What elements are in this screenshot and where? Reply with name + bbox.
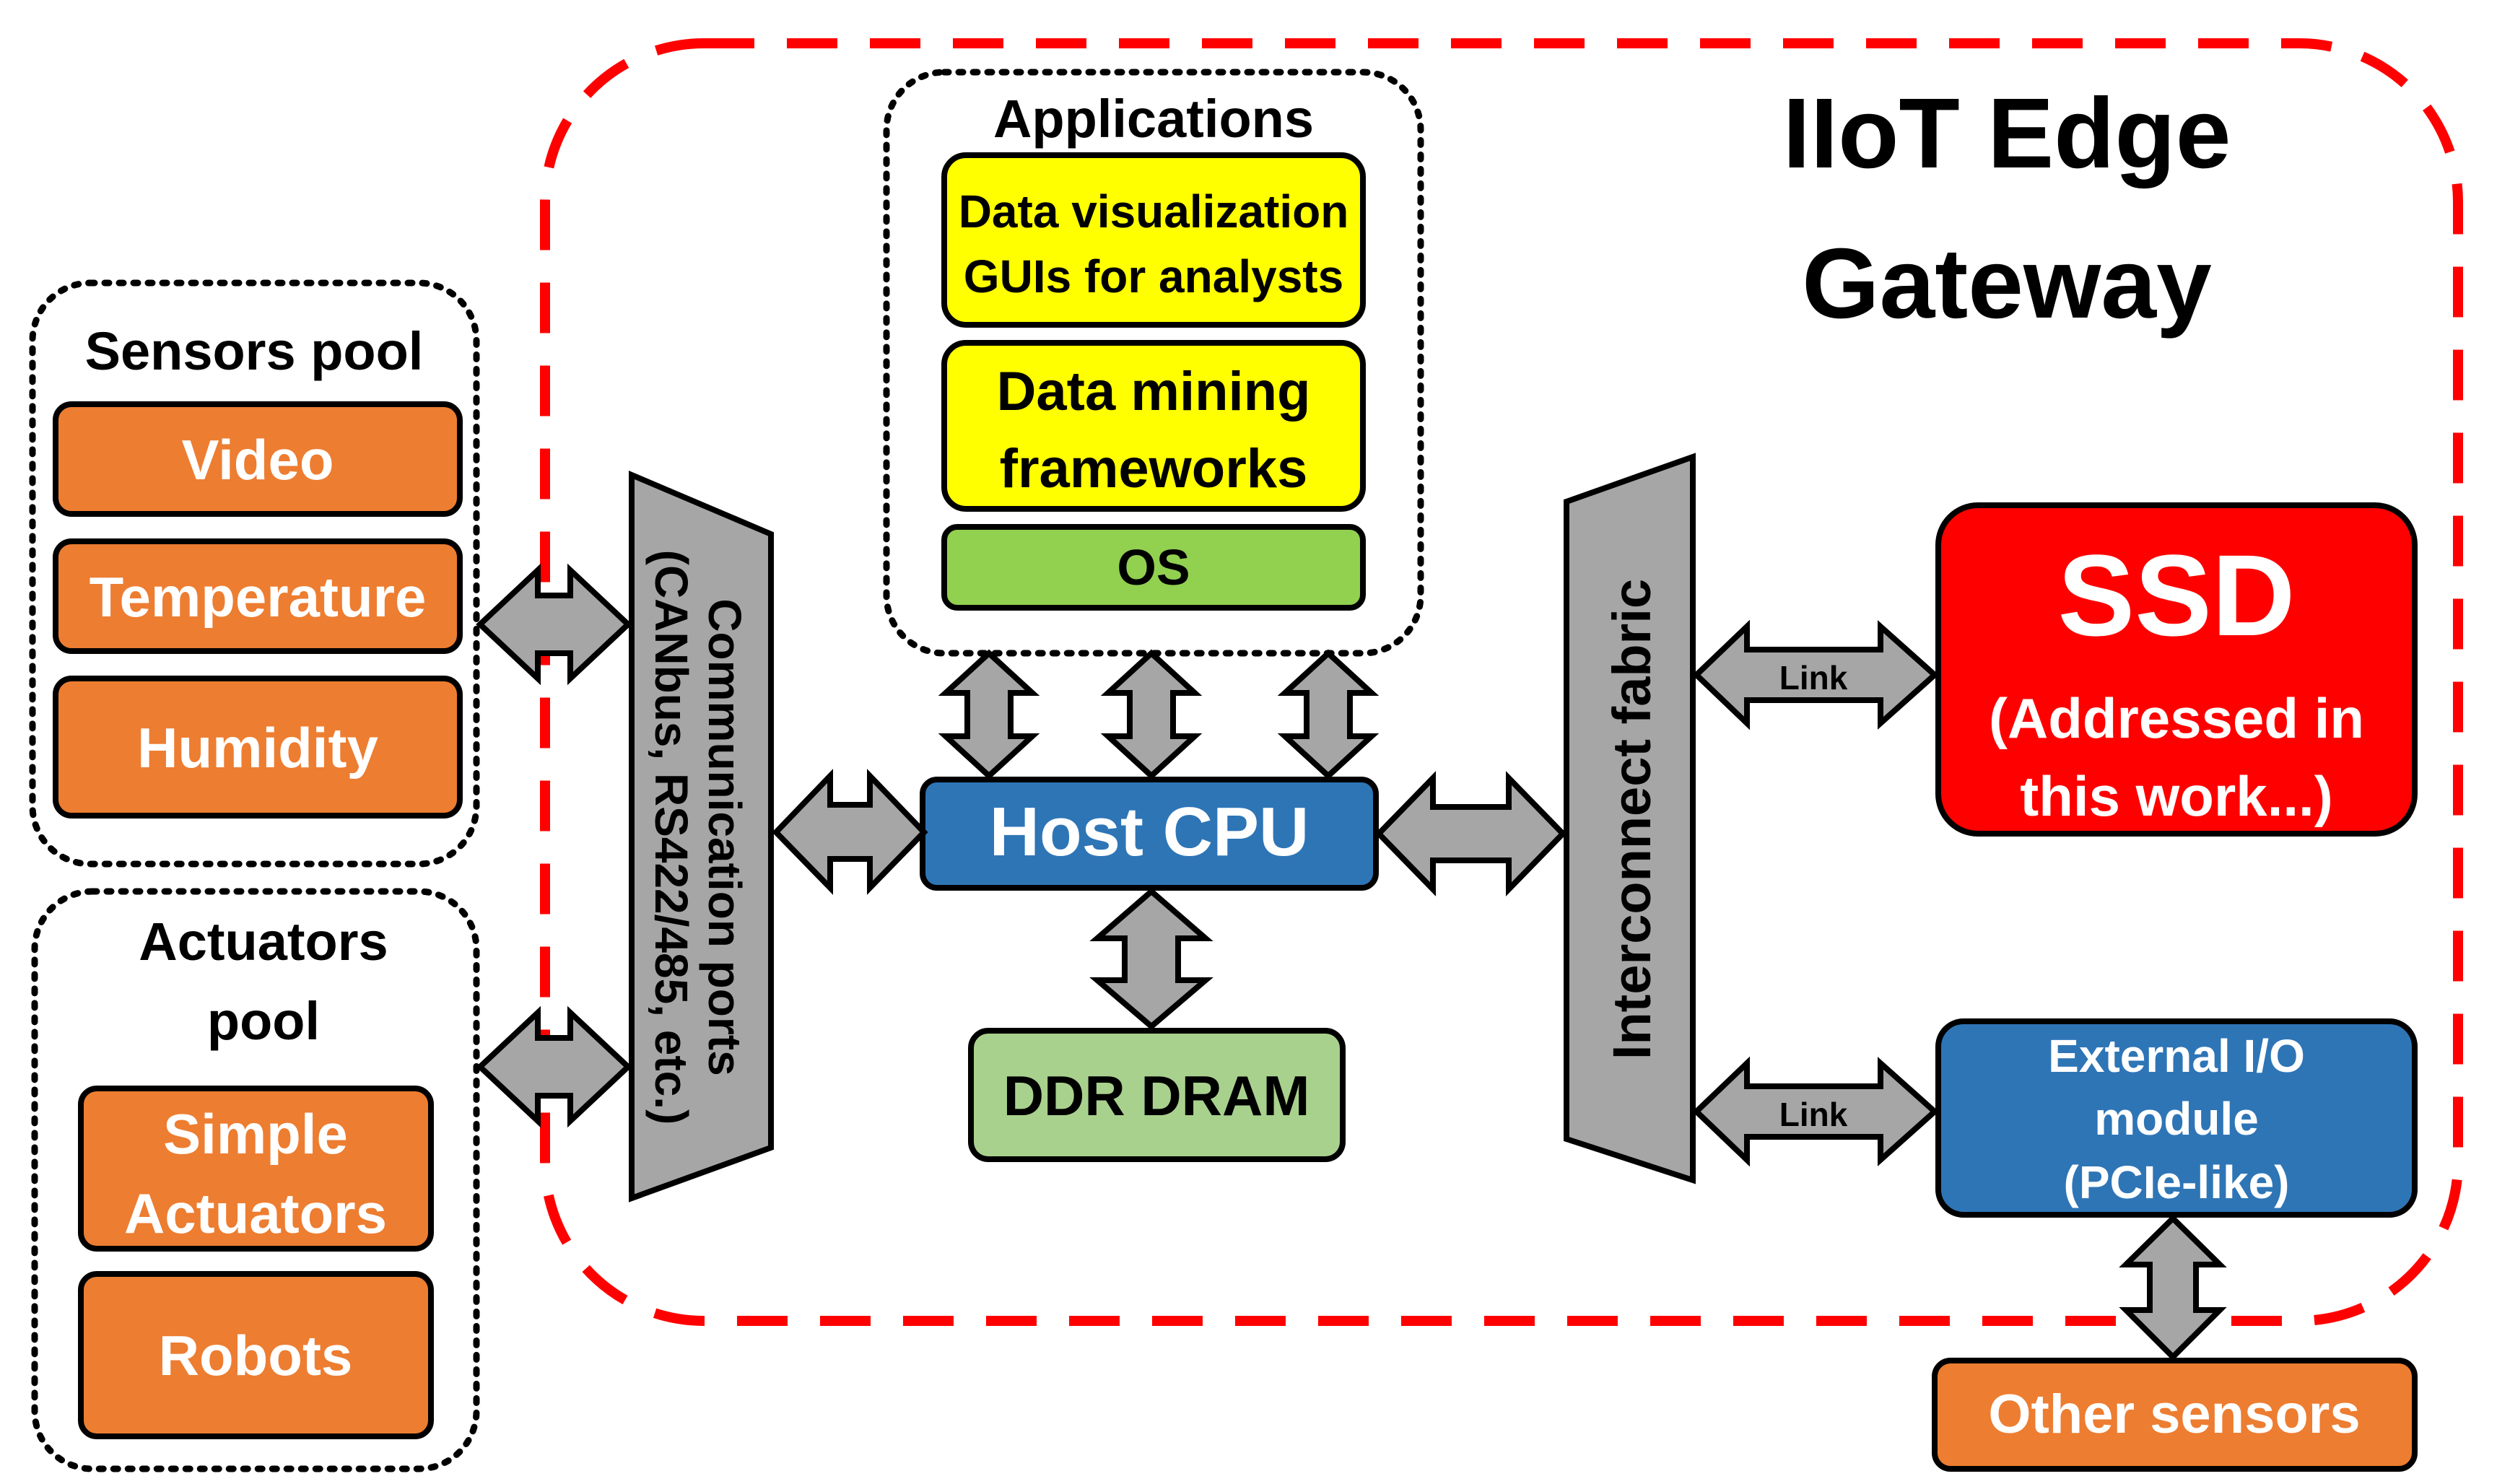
ssd-subtitle-line1: (Addressed in bbox=[1989, 686, 2364, 750]
external-io-box bbox=[1935, 1018, 2418, 1218]
ssd-subtitle-line2: this work...) bbox=[2020, 764, 2332, 828]
actuators-pool-container bbox=[31, 888, 480, 1472]
actuator-robots-label: Robots bbox=[159, 1324, 353, 1387]
data-mining-box bbox=[941, 340, 1366, 512]
applications-label: Applications bbox=[993, 89, 1314, 149]
interconnect-io-link-arrow bbox=[1692, 1056, 1940, 1167]
data-visualization-label-line1: Data visualization bbox=[959, 186, 1349, 237]
ssd-box bbox=[1935, 502, 2418, 837]
actuator-simple-box bbox=[78, 1086, 434, 1252]
ddr-dram-label: DDR DRAM bbox=[1003, 1064, 1310, 1127]
comm-ports-label-line1: Communication ports bbox=[699, 598, 751, 1075]
io-othersensors-arrow bbox=[2119, 1214, 2227, 1361]
ddr-dram-box bbox=[968, 1028, 1346, 1162]
interconnect-label: Interconnect fabric bbox=[1602, 579, 1662, 1060]
comm-cpu-arrow bbox=[772, 769, 928, 895]
other-sensors-box bbox=[1932, 1358, 2418, 1472]
actuator-robots-box bbox=[78, 1271, 434, 1439]
actuator-simple-label-line2: Actuators bbox=[124, 1182, 387, 1245]
sensor-humidity-box bbox=[53, 676, 463, 819]
data-visualization-box bbox=[941, 152, 1366, 328]
other-sensors-label: Other sensors bbox=[1988, 1384, 2360, 1445]
sensors-pool-label: Sensors pool bbox=[85, 321, 424, 381]
interconnect-block bbox=[1564, 453, 1696, 1184]
external-io-label-line1: External I/O bbox=[2048, 1030, 2305, 1082]
gateway-title-line1: IIoT Edge bbox=[1783, 78, 2231, 189]
sensor-temperature-box bbox=[53, 538, 463, 654]
sensor-humidity-label: Humidity bbox=[137, 716, 378, 780]
actuators-pool-label-line2: pool bbox=[207, 991, 320, 1051]
os-box bbox=[941, 524, 1366, 611]
os-label: OS bbox=[1117, 539, 1190, 595]
sensor-temperature-label: Temperature bbox=[90, 565, 427, 629]
gateway-boundary bbox=[540, 38, 2463, 1326]
sensor-video-label: Video bbox=[182, 428, 334, 492]
apps-cpu-arrow-middle bbox=[1100, 649, 1203, 780]
comm-ports-block bbox=[629, 470, 774, 1203]
sensors-pool-container bbox=[29, 279, 480, 868]
apps-cpu-arrow-left bbox=[938, 649, 1040, 780]
external-io-label-line3: (PCIe-like) bbox=[2064, 1156, 2290, 1208]
sensors-comm-arrow bbox=[476, 563, 632, 686]
data-mining-label-line1: Data mining bbox=[997, 361, 1311, 422]
cpu-dram-arrow bbox=[1089, 887, 1213, 1031]
actuators-pool-label-line1: Actuators bbox=[139, 912, 388, 972]
comm-ports-label-line2: (CANbus, RS422/485, etc.) bbox=[645, 550, 697, 1125]
data-mining-label-line2: frameworks bbox=[1000, 438, 1308, 499]
data-visualization-label-line2: GUIs for analysts bbox=[964, 250, 1343, 302]
interconnect-ssd-link-arrow bbox=[1692, 619, 1940, 730]
actuator-simple-label-line1: Simple bbox=[163, 1102, 348, 1166]
gateway-title-line2: Gateway bbox=[1802, 228, 2212, 339]
apps-cpu-arrow-right bbox=[1277, 649, 1380, 780]
link-io-label: Link bbox=[1779, 1096, 1848, 1133]
sensor-video-box bbox=[53, 401, 463, 517]
link-ssd-label: Link bbox=[1779, 659, 1848, 697]
cpu-interconnect-arrow bbox=[1374, 771, 1567, 896]
host-cpu-label: Host CPU bbox=[990, 793, 1309, 870]
external-io-label-line2: module bbox=[2094, 1093, 2259, 1145]
ssd-title: SSD bbox=[2058, 531, 2296, 660]
actuators-comm-arrow bbox=[476, 1005, 632, 1128]
